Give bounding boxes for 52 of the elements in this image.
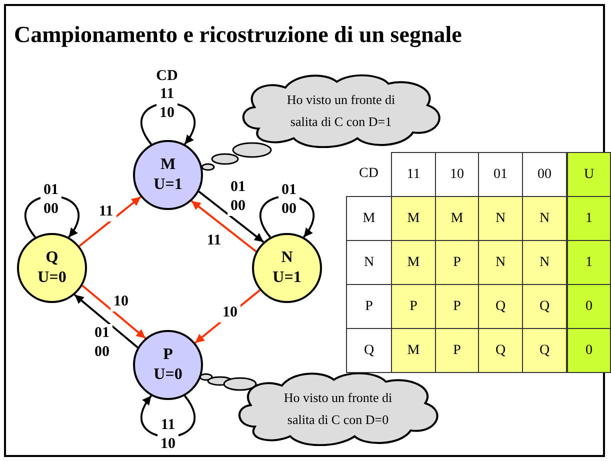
table-cell: Q [522, 284, 567, 328]
state-name: M [160, 155, 176, 175]
table-cell: M [392, 240, 436, 284]
table-header-label: CD [346, 152, 392, 196]
table-cell: P [346, 284, 392, 328]
table-cell: U [567, 152, 610, 196]
table-cell: 1 [567, 196, 610, 240]
table-cell: N [478, 240, 522, 284]
table-cell: 00 [522, 152, 567, 196]
arrow [82, 284, 146, 340]
table-cell: M [392, 328, 436, 372]
state-circle [17, 233, 87, 303]
table-cell: 11 [392, 152, 436, 196]
table-cell: Q [478, 284, 522, 328]
table-cell: 10 [436, 152, 478, 196]
arrow [74, 294, 138, 348]
table-cell: P [436, 240, 478, 284]
table-cell: Q [478, 328, 522, 372]
table-cell: 0 [567, 284, 610, 328]
state-name: Q [46, 248, 58, 268]
arrow [198, 190, 264, 243]
table-cell: M [392, 196, 436, 240]
table-cell: Q [522, 328, 567, 372]
output-value: U=0 [154, 365, 182, 385]
state-name: P [163, 345, 173, 365]
table-cell: N [346, 240, 392, 284]
state-circle [133, 140, 203, 210]
state-name: N [281, 248, 293, 268]
table-cell: P [436, 328, 478, 372]
output-value: U=0 [38, 268, 66, 288]
table-cell: 01 [478, 152, 522, 196]
table-cell: 1 [567, 240, 610, 284]
table-cell: N [522, 196, 567, 240]
arrow [190, 200, 257, 252]
edge-label: 10 [220, 304, 240, 322]
table-cell: P [436, 284, 478, 328]
table-cell: P [392, 284, 436, 328]
output-value: U=1 [154, 175, 182, 195]
output-value: U=1 [272, 268, 302, 288]
arrow [194, 289, 260, 344]
table-cell: M [346, 196, 392, 240]
state-circle [133, 330, 203, 400]
input-names-label: CD [155, 68, 179, 85]
table-cell: 0 [567, 328, 610, 372]
table-cell: N [522, 240, 567, 284]
table-cell: M [436, 196, 478, 240]
arrow [78, 196, 142, 247]
cloud-text: Ho visto un fronte di salita di C con D=1 [286, 91, 396, 131]
title: Campionamento e ricostruzione di un segnale [14, 22, 462, 48]
table-cell: Q [346, 328, 392, 372]
table-cell: N [478, 196, 522, 240]
cloud-text: Ho visto un fronte di salita di C con D=0 [282, 389, 394, 429]
